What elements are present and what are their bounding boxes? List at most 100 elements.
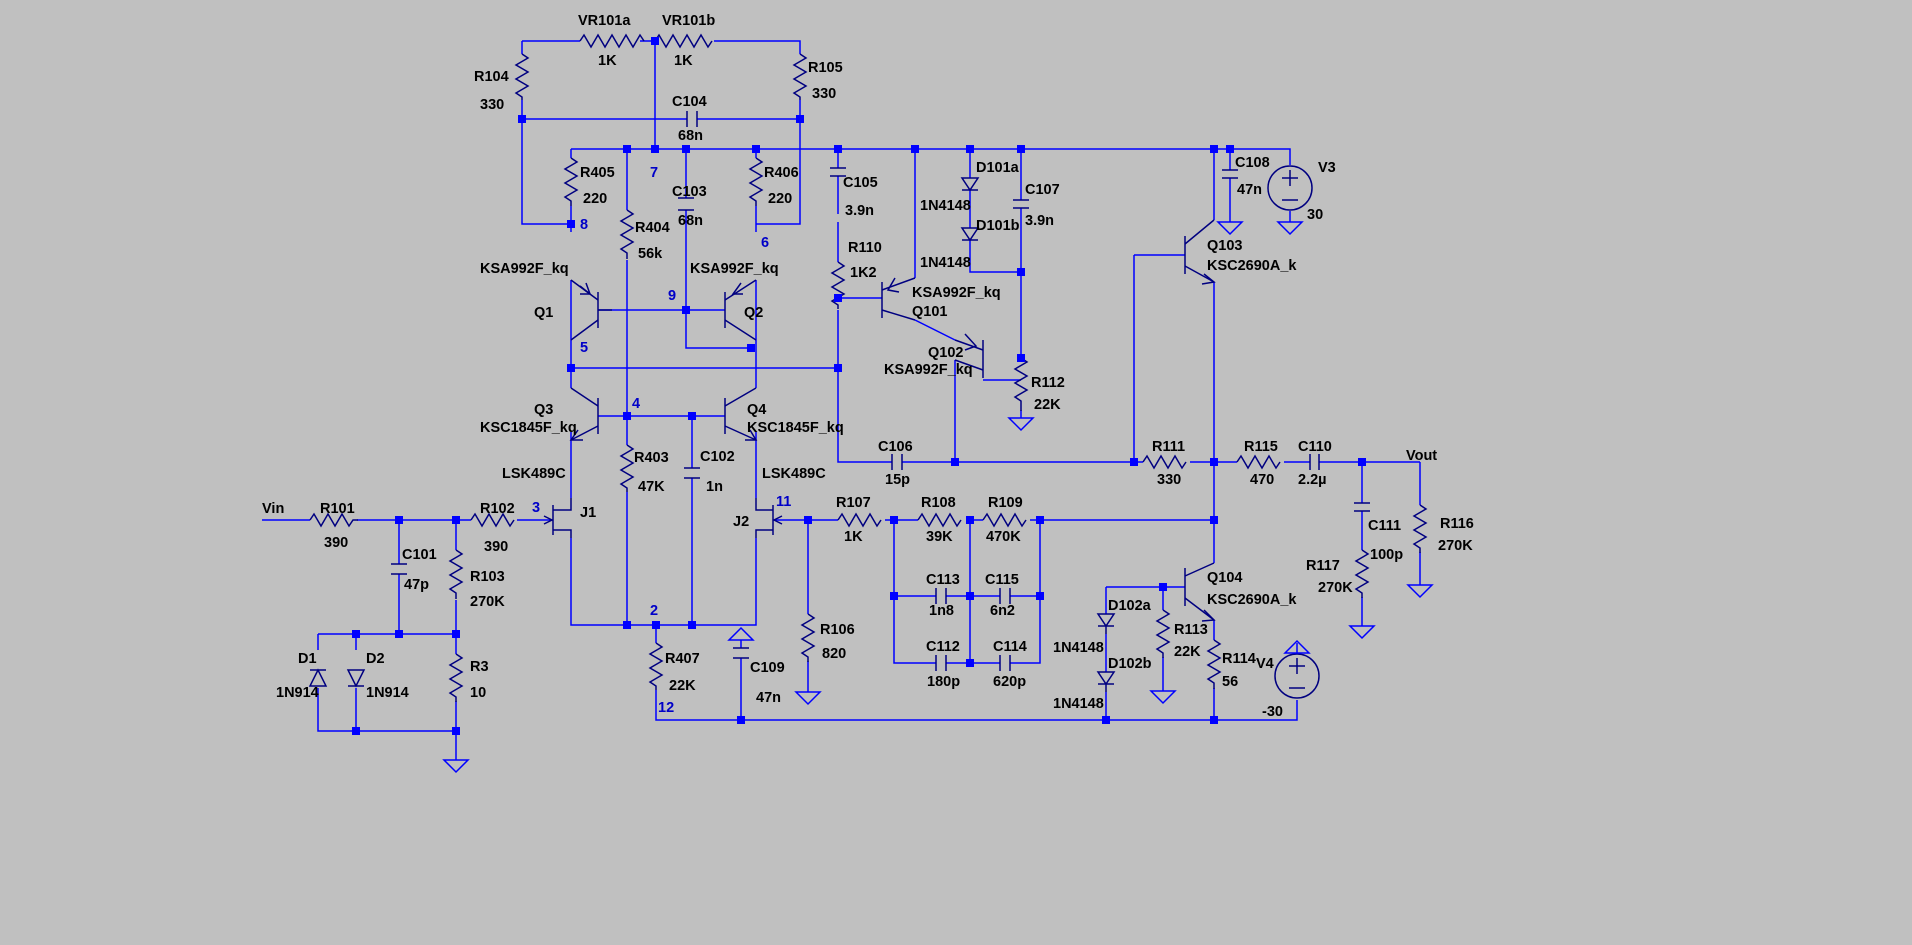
label-r102-name: R102: [480, 501, 515, 517]
resistor-r104: [514, 53, 530, 100]
label-q1-name: Q1: [534, 305, 553, 321]
resistor-r111: [1142, 454, 1187, 470]
label-v4-name: V4: [1256, 656, 1274, 672]
label-q102-name: Q102: [928, 345, 963, 361]
transistor-q1: [570, 279, 612, 341]
label-r106-name: R106: [820, 622, 855, 638]
resistor-r114: [1206, 639, 1222, 689]
label-c106-name: C106: [878, 439, 913, 455]
label-r105-value: 330: [812, 86, 836, 102]
label-vr101a-value: 1K: [598, 53, 617, 69]
net-label-5: 5: [580, 340, 588, 356]
ground-symbol: [1406, 584, 1434, 599]
label-r102-value: 390: [484, 539, 508, 555]
capacitor-c113: [935, 588, 947, 604]
ground-symbol: [1216, 221, 1244, 236]
label-c109-value: 47n: [756, 690, 781, 706]
label-d101a-name: D101a: [976, 160, 1020, 176]
label-c115-value: 6n2: [990, 603, 1015, 619]
label-d1-value: 1N914: [276, 685, 319, 701]
transistor-q102: [954, 333, 984, 378]
label-r406-value: 220: [768, 191, 792, 207]
label-c115-name: C115: [985, 572, 1019, 588]
label-r3-value: 10: [470, 685, 486, 701]
label-c102-name: C102: [700, 449, 735, 465]
label-r107-name: R107: [836, 495, 871, 511]
label-r406-name: R406: [764, 165, 799, 181]
label-r110-name: R110: [848, 240, 882, 256]
diode-d101b: [960, 227, 980, 242]
net-label-7: 7: [650, 165, 658, 181]
resistor-r109: [982, 512, 1027, 528]
label-r405-value: 220: [583, 191, 607, 207]
label-vr101a-name: VR101a: [578, 13, 631, 29]
capacitor-c105: [830, 167, 846, 177]
capacitors: [391, 111, 1370, 671]
label-r110-value: 1K2: [850, 265, 877, 281]
label-r115-name: R115: [1244, 439, 1278, 455]
resistor-r102: [470, 512, 515, 528]
label-d101b-name: D101b: [976, 218, 1020, 234]
capacitor-c102: [684, 467, 700, 479]
label-j2-model: LSK489C: [762, 466, 826, 482]
label-r405-name: R405: [580, 165, 615, 181]
diode-d1: [308, 668, 328, 687]
label-r109-name: R109: [988, 495, 1023, 511]
label-j2-name: J2: [733, 514, 749, 530]
label-q4-name: Q4: [747, 402, 766, 418]
resistor-r405: [563, 157, 579, 206]
diode-d102b: [1096, 671, 1116, 692]
label-r113-value: 22K: [1174, 644, 1201, 660]
label-q101-name: Q101: [912, 304, 947, 320]
label-d102b-name: D102b: [1108, 656, 1152, 672]
voltage-source-v4: [1274, 653, 1320, 699]
label-q2-model: KSA992F_kq: [690, 261, 779, 277]
net-labels: 7 8 6 9 5 4 3 11 2 12 Vin Vout: [262, 165, 1437, 716]
resistor-r113: [1155, 609, 1171, 658]
resistor-r406: [748, 157, 764, 206]
label-q104-name: Q104: [1207, 570, 1242, 586]
capacitor-c106: [891, 454, 903, 470]
label-r101-name: R101: [320, 501, 355, 517]
label-c110-value: 2.2µ: [1298, 472, 1327, 488]
label-c104-name: C104: [672, 94, 707, 110]
label-d1-name: D1: [298, 651, 317, 667]
label-d101a-value: 1N4148: [920, 198, 971, 214]
label-c105-name: C105: [843, 175, 878, 191]
label-c101-value: 47p: [404, 577, 429, 593]
label-v4-value: -30: [1262, 704, 1283, 720]
label-c106-value: 15p: [885, 472, 910, 488]
resistor-r112: [1013, 357, 1029, 411]
diode-d2: [346, 669, 366, 688]
capacitor-c111: [1354, 502, 1370, 512]
label-c111-value: 100p: [1370, 547, 1403, 563]
label-c105-value: 3.9n: [845, 203, 874, 219]
label-r111-name: R111: [1152, 439, 1185, 455]
label-q4-model: KSC1845F_kq: [747, 420, 844, 436]
label-r114-name: R114: [1222, 651, 1256, 667]
ground-symbol: [727, 626, 755, 641]
transistor-j2: [755, 498, 783, 538]
label-r116-value: 270K: [1438, 538, 1473, 554]
output-label-vout: Vout: [1406, 448, 1437, 464]
resistor-r106: [800, 613, 816, 662]
input-label-vin: Vin: [262, 501, 284, 517]
label-c102-value: 1n: [706, 479, 723, 495]
label-r105-name: R105: [808, 60, 843, 76]
label-r104-name: R104: [474, 69, 509, 85]
voltage-sources: [1267, 165, 1320, 699]
junctions: [352, 37, 1366, 735]
label-q102-model: KSA992F_kq: [884, 362, 973, 378]
transistor-q101: [881, 277, 916, 321]
label-r403-value: 47K: [638, 479, 665, 495]
label-v3-value: 30: [1307, 207, 1323, 223]
label-r106-value: 820: [822, 646, 846, 662]
label-c114-value: 620p: [993, 674, 1026, 690]
label-d101b-value: 1N4148: [920, 255, 971, 271]
label-vr101b-name: VR101b: [662, 13, 715, 29]
net-label-6: 6: [761, 235, 769, 251]
label-r112-name: R112: [1031, 375, 1065, 391]
capacitor-c103: [678, 197, 694, 211]
label-r101-value: 390: [324, 535, 348, 551]
label-c112-name: C112: [926, 639, 960, 655]
